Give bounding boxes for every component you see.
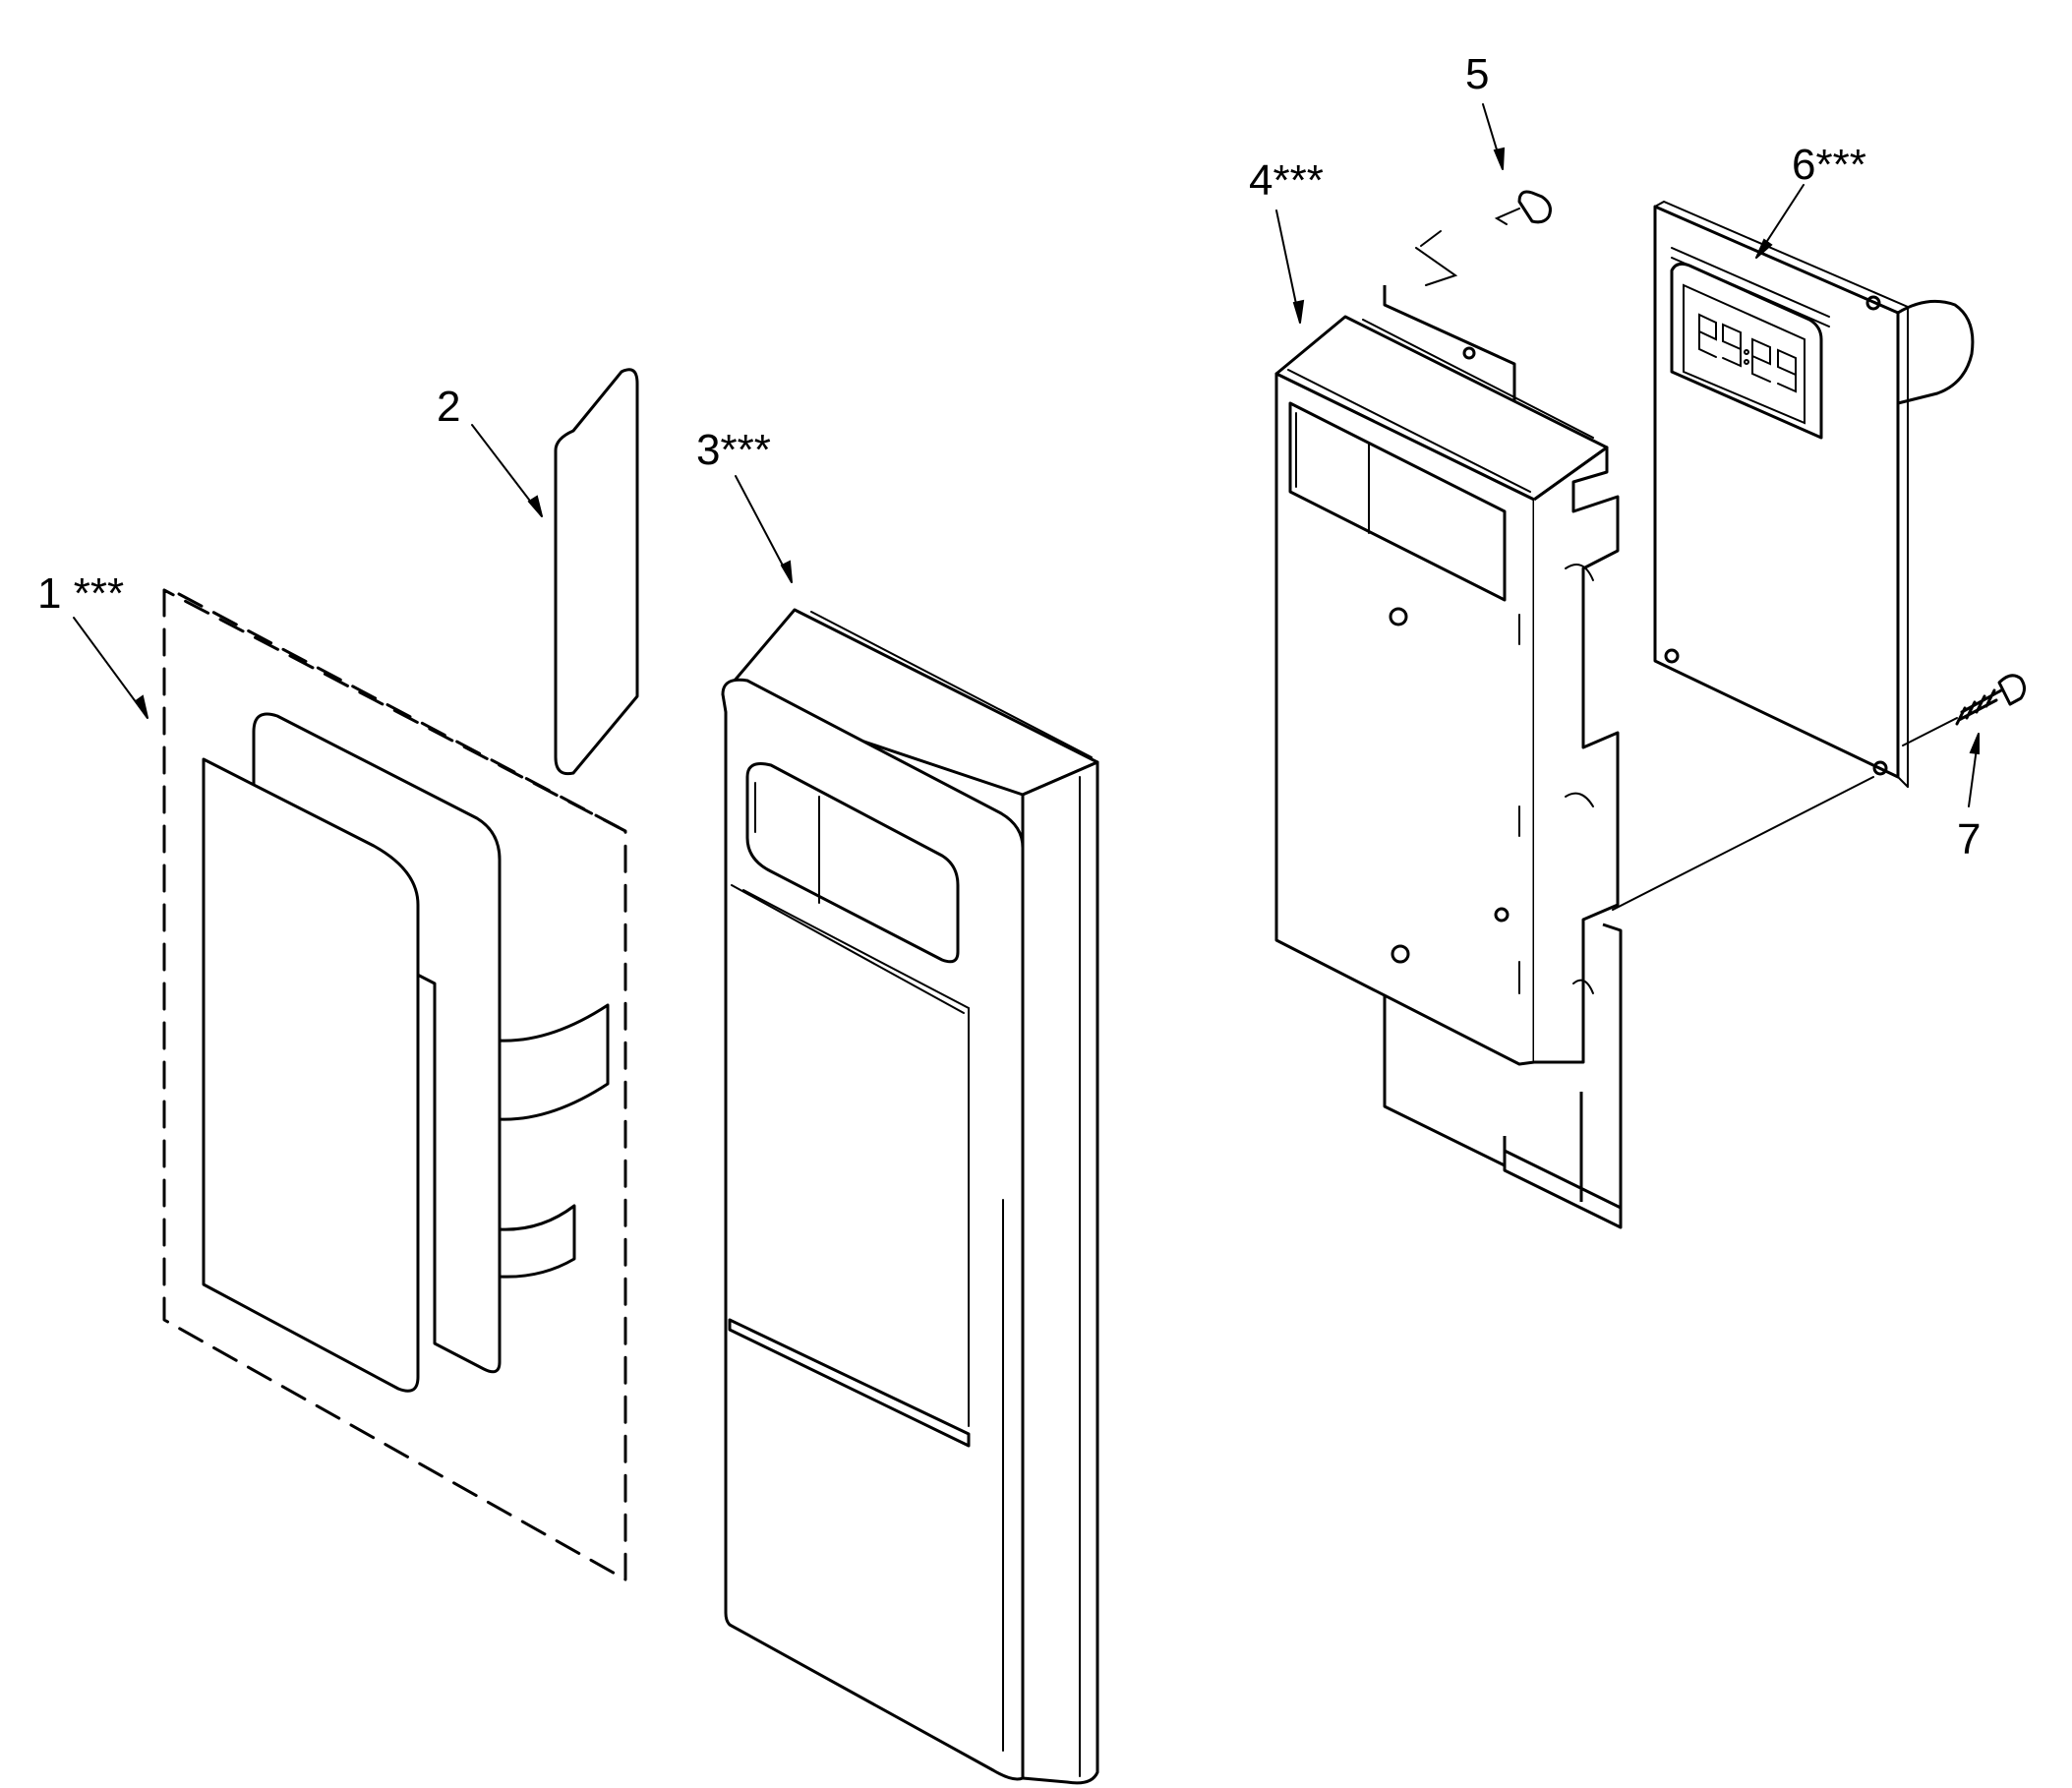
callout-arrows <box>73 103 1980 807</box>
callout-1: 1 *** <box>37 569 124 618</box>
display-digits-icon <box>1698 313 1797 393</box>
part-1-front-overlay <box>202 757 420 1393</box>
part-1-overlay-set <box>162 588 627 1581</box>
part-1-strap-upper <box>498 1003 610 1121</box>
part-2-window-insert <box>554 368 639 776</box>
callout-6: 6*** <box>1792 141 1866 189</box>
part-1-dashed-top-edge <box>177 592 627 833</box>
part-7-screw <box>1902 674 2026 746</box>
part-6-electronic-control-board <box>1612 200 1975 911</box>
part-4-control-bracket <box>1274 230 1623 1229</box>
callout-3: 3*** <box>696 426 771 474</box>
callout-4: 4*** <box>1249 156 1324 205</box>
part-3-control-panel-frame <box>721 608 1099 1785</box>
callout-2: 2 <box>437 383 460 431</box>
callout-5: 5 <box>1465 50 1489 98</box>
part-1-strap-lower <box>498 1204 576 1279</box>
part-5-screw <box>1494 190 1552 225</box>
callout-7: 7 <box>1957 815 1981 864</box>
